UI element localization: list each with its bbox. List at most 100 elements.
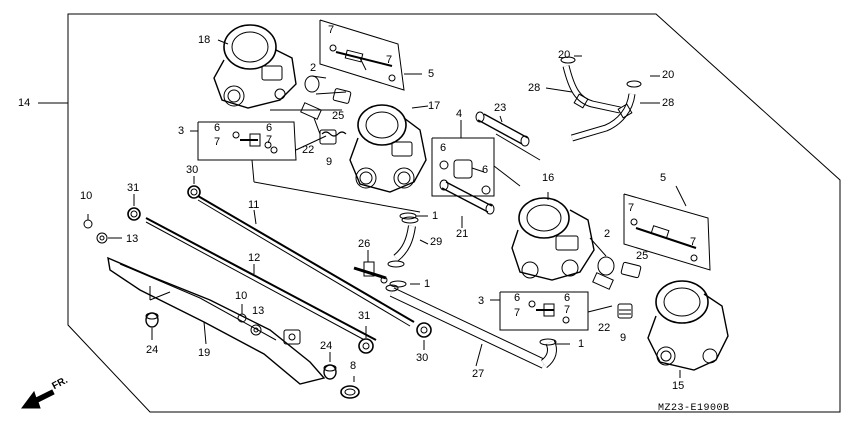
callout-16: 16: [542, 172, 555, 184]
callout-28: 28: [662, 97, 675, 109]
callout-2: 2: [310, 62, 317, 74]
callout-24: 24: [320, 340, 333, 352]
callout-6: 6: [266, 122, 273, 134]
callout-22: 22: [302, 144, 315, 156]
spring-22b: [592, 272, 614, 290]
callout-29: 29: [430, 236, 443, 248]
callout-24: 24: [146, 344, 159, 356]
callout-6: 6: [514, 292, 521, 304]
callout-7: 7: [628, 202, 635, 214]
callout-7: 7: [564, 304, 571, 316]
callout-1: 1: [424, 278, 431, 290]
callout-7: 7: [514, 307, 521, 319]
plug-24b: [323, 364, 337, 380]
callout-26: 26: [358, 238, 371, 250]
callout-7: 7: [386, 54, 393, 66]
nut-30b: [416, 322, 432, 338]
callout-7: 7: [328, 24, 335, 36]
callout-31: 31: [358, 310, 371, 322]
callout-13: 13: [126, 233, 139, 245]
spring-9a: [319, 129, 347, 145]
callout-5: 5: [428, 68, 435, 80]
hose-29: [387, 216, 419, 268]
callout-7: 7: [214, 136, 221, 148]
callout-25: 25: [636, 250, 649, 262]
plug-24a: [145, 312, 159, 328]
callout-10: 10: [235, 290, 248, 302]
jet-25a: [332, 88, 352, 104]
screw-assembly-5b: [630, 218, 698, 262]
callout-2: 2: [604, 228, 611, 240]
front-direction-arrow: [21, 389, 55, 409]
washer-13a: [96, 232, 108, 244]
callout-8: 8: [350, 360, 357, 372]
callout-3: 3: [178, 125, 185, 137]
callout-4: 4: [456, 108, 463, 120]
callout-6: 6: [214, 122, 221, 134]
fuel-pipe-23: [475, 111, 530, 147]
clamp-8: [340, 376, 360, 399]
fuel-pipe-21: [439, 179, 495, 215]
callout-3: 3: [478, 295, 485, 307]
callout-12: 12: [248, 252, 261, 264]
hose-assembly-28: [560, 56, 642, 142]
callout-6: 6: [482, 164, 489, 176]
carburetor-16: [511, 192, 595, 281]
callout-9: 9: [326, 156, 333, 168]
jet-25b: [620, 261, 642, 279]
joint-26: [353, 261, 388, 284]
callout-1: 1: [578, 338, 585, 350]
callout-27: 27: [472, 368, 485, 380]
callout-7: 7: [690, 236, 697, 248]
callout-9: 9: [620, 332, 627, 344]
t-joint-3b: [528, 300, 570, 324]
callout-6: 6: [440, 142, 447, 154]
callout-10: 10: [80, 190, 93, 202]
group-box-3b: [499, 291, 589, 331]
callout-19: 19: [198, 347, 211, 359]
t-joint-4: [439, 159, 491, 195]
nut-30a: [187, 185, 201, 199]
callout-23: 23: [494, 102, 507, 114]
callout-20: 20: [558, 49, 571, 61]
shaft-11: [197, 195, 415, 327]
callout-28: 28: [528, 82, 541, 94]
diagram-code: MZ23-E1900B: [658, 403, 730, 414]
washer-13b: [250, 324, 262, 336]
assembly-frame: [67, 13, 841, 413]
callout-14: 14: [18, 97, 31, 109]
group-box-5a: [319, 19, 405, 91]
callout-21: 21: [456, 228, 469, 240]
callout-17: 17: [428, 100, 441, 112]
clip-1b: [389, 280, 407, 288]
callout-13: 13: [252, 305, 265, 317]
callout-1: 1: [432, 210, 439, 222]
callout-31: 31: [127, 182, 140, 194]
screw-10b: [237, 304, 247, 323]
nut-31b: [358, 338, 374, 354]
group-box-3a: [197, 121, 297, 161]
callout-30: 30: [416, 352, 429, 364]
group-box-5b: [623, 193, 711, 271]
carburetor-17: [349, 104, 429, 193]
callout-6: 6: [564, 292, 571, 304]
jet-2a: [304, 75, 327, 93]
shaft-12: [145, 217, 377, 345]
callout-30: 30: [186, 164, 199, 176]
group-box-4: [431, 137, 495, 197]
spring-9b: [617, 303, 633, 319]
callout-7: 7: [266, 134, 273, 146]
nut-31a: [127, 207, 141, 221]
bracket-19: [107, 256, 326, 385]
callout-15: 15: [672, 380, 685, 392]
hose-27: [385, 284, 557, 369]
callout-18: 18: [198, 34, 211, 46]
t-joint-3a: [232, 131, 278, 154]
callout-22: 22: [598, 322, 611, 334]
spring-22a: [300, 102, 322, 135]
clip-1a: [399, 212, 417, 220]
callout-5: 5: [660, 172, 667, 184]
callout-11: 11: [248, 199, 260, 211]
callout-20: 20: [662, 69, 675, 81]
